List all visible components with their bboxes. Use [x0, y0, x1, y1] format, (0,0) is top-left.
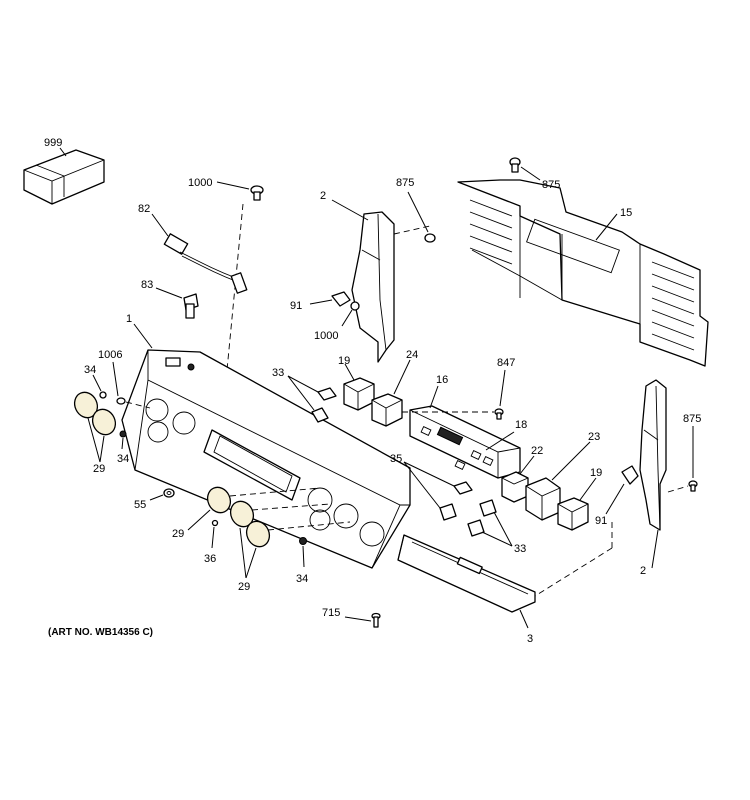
callout-24: 24: [406, 349, 418, 361]
callout-29-bottom: 29: [238, 581, 250, 593]
callout-34-front: 34: [296, 573, 308, 585]
part-875-screw-upper: [407, 191, 436, 243]
callout-91-right: 91: [595, 515, 607, 527]
callout-55: 55: [134, 499, 146, 511]
part-19-switch-left: [343, 363, 375, 411]
part-34-spring-clip-left-lower: [119, 430, 127, 450]
part-1-control-panel: [121, 323, 411, 569]
part-36-screw: [211, 519, 219, 549]
part-1006-indicator-light: [112, 361, 151, 409]
part-875-screw-right: [667, 426, 698, 493]
callout-36: 36: [204, 553, 216, 565]
part-715-screw: [344, 612, 381, 628]
part-29-knob-left-upper: [73, 391, 117, 463]
part-24-switch: [371, 359, 411, 427]
callout-15: 15: [620, 207, 632, 219]
part-82-wire-harness: [151, 213, 248, 294]
part-83-clip: [155, 287, 199, 319]
callout-2-left: 2: [320, 190, 326, 202]
callout-715: 715: [322, 607, 340, 619]
leader-18: [485, 431, 515, 451]
part-16-electronic-control: [402, 385, 521, 479]
callout-22: 22: [531, 445, 543, 457]
part-33-switch-left: [287, 375, 337, 423]
callout-847: 847: [497, 357, 515, 369]
callout-875-upper: 875: [396, 177, 414, 189]
callout-19-left: 19: [338, 355, 350, 367]
part-34-spring-clip-front: [299, 537, 307, 568]
part-3-trim: [397, 534, 536, 629]
callout-82: 82: [138, 203, 150, 215]
part-847-screw: [494, 369, 506, 420]
part-91-bracket-left: [309, 291, 351, 307]
callout-91-left: 91: [290, 300, 302, 312]
callout-33-lower: 33: [514, 543, 526, 555]
callout-1006: 1006: [98, 349, 122, 361]
part-999-literature-box: [23, 147, 105, 205]
callout-34-left-top: 34: [84, 364, 96, 376]
part-1000-screw-left-cap: [341, 301, 360, 327]
part-29-knob-front: [187, 486, 351, 579]
callout-83: 83: [141, 279, 153, 291]
callout-2-right: 2: [640, 565, 646, 577]
callout-1: 1: [126, 313, 132, 325]
callout-999: 999: [44, 137, 62, 149]
part-55-bushing: [149, 488, 175, 501]
part-875-screw-top: [509, 157, 541, 181]
callout-29-front: 29: [172, 528, 184, 540]
art-number: (ART NO. WB14356 C): [48, 627, 153, 638]
part-19-switch-right: [557, 477, 597, 531]
callout-19-right: 19: [590, 467, 602, 479]
callout-23: 23: [588, 431, 600, 443]
part-34-spring-clip-left: [92, 374, 107, 399]
callout-3: 3: [527, 633, 533, 645]
part-35-switch: [403, 461, 473, 509]
callout-875-right: 875: [683, 413, 701, 425]
part-33-switch-lower: [439, 499, 513, 547]
part-2-end-cap-right: [534, 379, 667, 597]
part-15-back-panel: [457, 179, 709, 367]
callout-875-top: 875: [542, 179, 560, 191]
callout-34-left-bottom: 34: [117, 453, 129, 465]
part-91-bracket-right: [605, 465, 639, 515]
callout-18: 18: [515, 419, 527, 431]
part-2-end-cap-left: [331, 199, 431, 363]
callout-35: 35: [390, 453, 402, 465]
callout-29-left: 29: [93, 463, 105, 475]
callout-33-left: 33: [272, 367, 284, 379]
part-23-relay: [525, 441, 591, 521]
callout-1000-left-cap: 1000: [314, 330, 338, 342]
callout-16: 16: [436, 374, 448, 386]
callout-1000-top: 1000: [188, 177, 212, 189]
